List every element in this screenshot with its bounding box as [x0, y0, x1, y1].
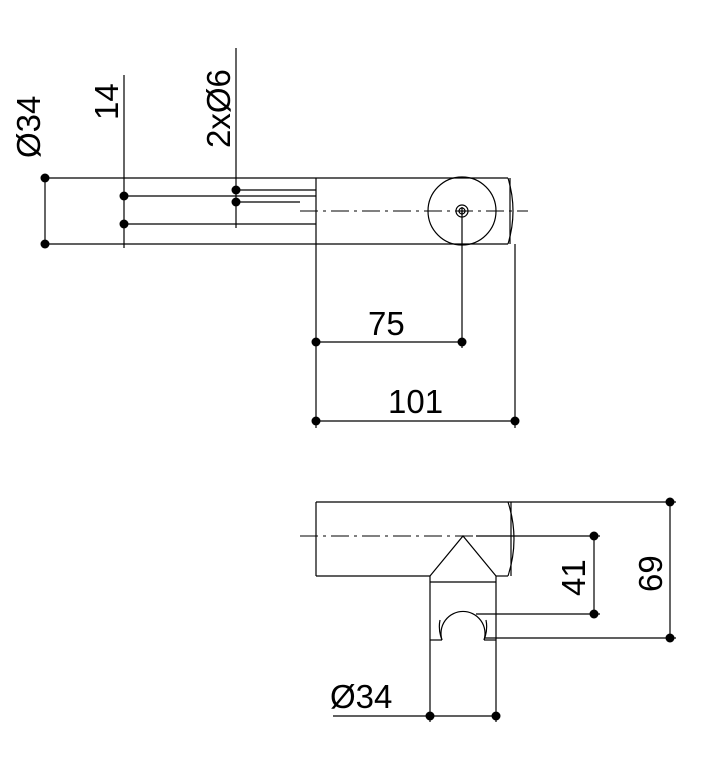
- dim-hole-spacing: 14: [88, 75, 316, 248]
- dim-height-41-label: 41: [555, 559, 592, 596]
- dim-holder-diameter-label: Ø34: [330, 678, 392, 715]
- dim-holes-label: 2xØ6: [200, 69, 237, 148]
- dim-dot: [231, 185, 241, 195]
- dim-dot: [665, 633, 675, 643]
- dim-dot: [589, 531, 599, 541]
- dim-axis-distance-label: 75: [368, 305, 405, 342]
- dim-dot: [119, 191, 129, 201]
- dim-dot: [231, 197, 241, 207]
- dim-dot: [40, 239, 50, 249]
- dim-height-41: 41: [476, 531, 600, 619]
- dim-dot: [491, 711, 501, 721]
- dim-dot: [665, 497, 675, 507]
- dim-dot: [457, 337, 467, 347]
- dim-dot: [425, 711, 435, 721]
- holder-outline: [429, 535, 497, 641]
- dim-dot: [311, 416, 321, 426]
- dim-body-diameter: Ø34: [10, 96, 316, 249]
- dim-body-diameter-label: Ø34: [10, 96, 47, 158]
- dim-dot: [589, 609, 599, 619]
- dim-dot: [40, 173, 50, 183]
- dim-dot: [311, 337, 321, 347]
- dim-holder-diameter: Ø34: [330, 640, 501, 722]
- dim-hole-spacing-label: 14: [88, 83, 125, 120]
- dim-holes: 2xØ6: [200, 48, 316, 228]
- bottom-body-outline: [315, 501, 515, 577]
- dim-axis-distance: 75: [311, 211, 467, 428]
- dim-dot: [510, 416, 520, 426]
- dim-total-length-label: 101: [388, 383, 443, 420]
- dim-height-69-label: 69: [632, 555, 669, 592]
- dim-dot: [119, 219, 129, 229]
- dim-height-69: 69: [484, 497, 676, 643]
- bottom-view: 41 69 Ø34: [300, 497, 676, 722]
- top-view: Ø34 14 2xØ6 75: [10, 48, 528, 428]
- dim-total-length: 101: [311, 244, 520, 428]
